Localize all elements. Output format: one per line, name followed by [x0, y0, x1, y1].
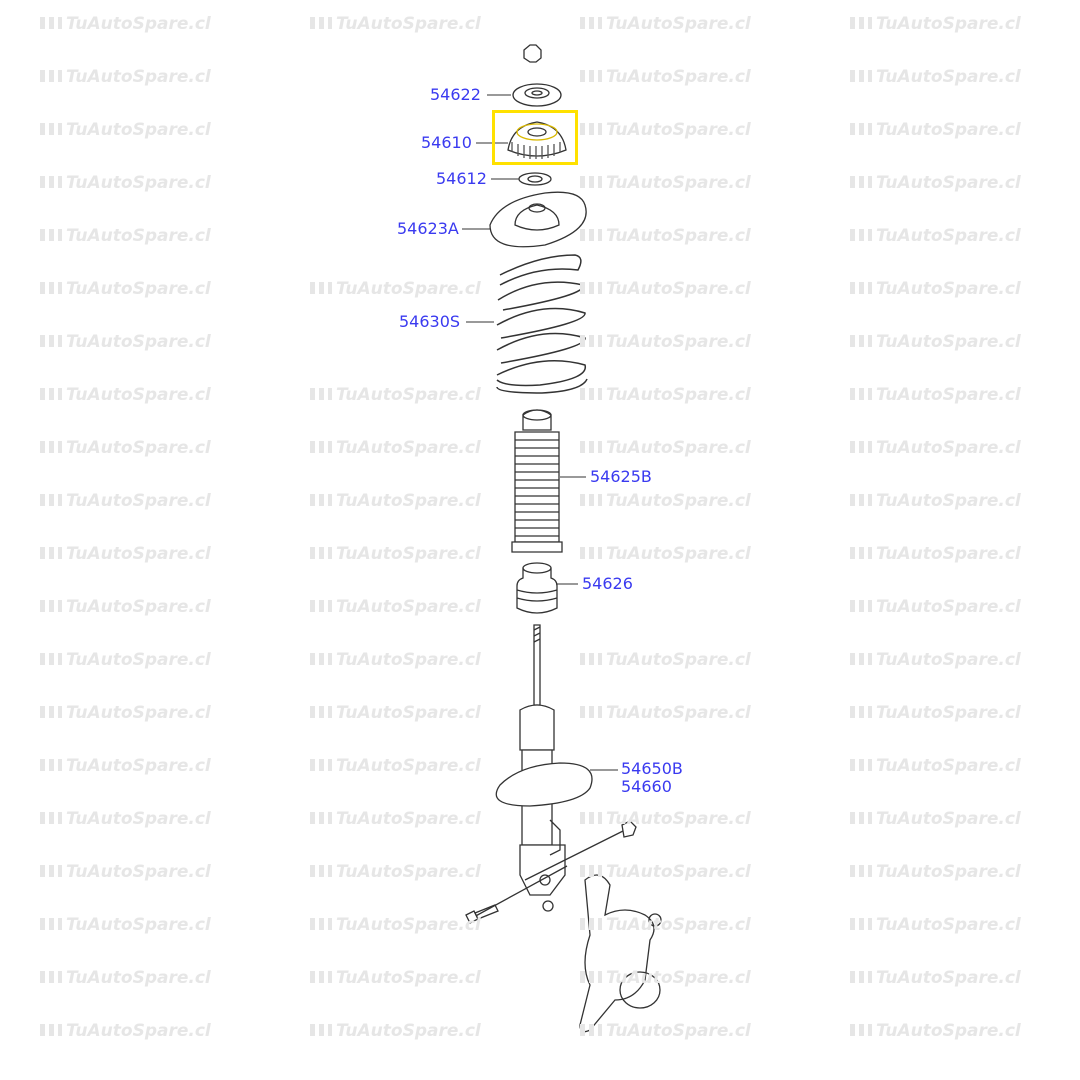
- label-54626[interactable]: 54626: [582, 574, 633, 593]
- label-54660[interactable]: 54660: [621, 777, 672, 796]
- highlight-box-54610: [492, 110, 578, 165]
- part-54650B-shock-absorber: [495, 624, 593, 912]
- part-54625B-dust-boot: [511, 409, 563, 553]
- part-54623A-spring-seat: [489, 191, 587, 248]
- part-54622-washer: [512, 83, 562, 107]
- mounting-bolts: [465, 820, 637, 924]
- label-54625B[interactable]: 54625B: [590, 467, 652, 486]
- part-54630S-coil-spring: [496, 254, 588, 394]
- part-54610-strut-mount: [507, 121, 567, 159]
- top-nut: [523, 44, 542, 63]
- label-54622[interactable]: 54622: [430, 85, 481, 104]
- label-54630S[interactable]: 54630S: [399, 312, 461, 331]
- part-54626-bump-stopper: [516, 562, 558, 614]
- label-54610[interactable]: 54610: [421, 133, 472, 152]
- label-54612[interactable]: 54612: [436, 169, 487, 188]
- part-54612-bearing: [518, 172, 552, 186]
- steering-knuckle: [579, 874, 662, 1033]
- label-54650B[interactable]: 54650B: [621, 759, 683, 778]
- label-54623A[interactable]: 54623A: [397, 219, 459, 238]
